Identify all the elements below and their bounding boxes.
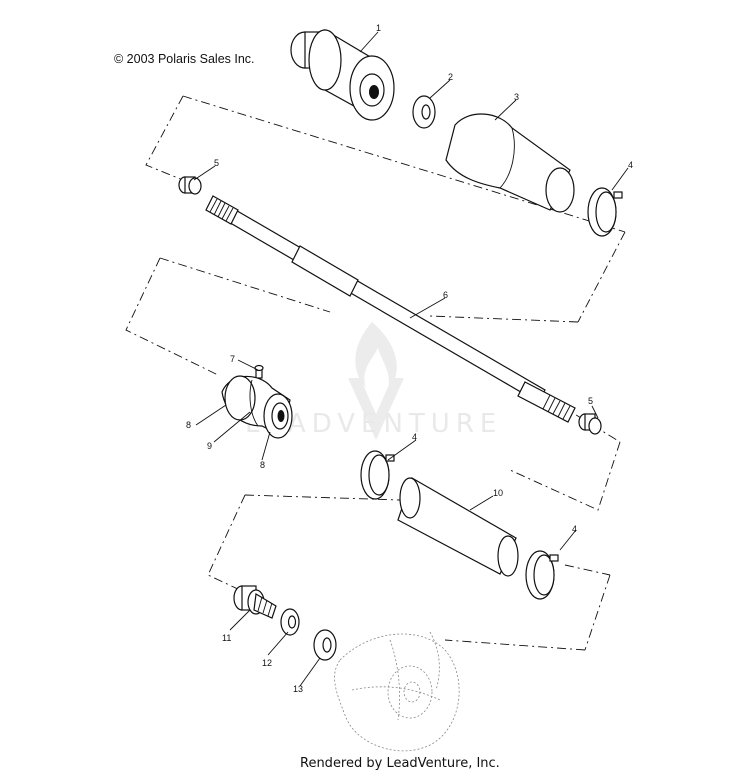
leadventure-flame-logo-icon (348, 322, 404, 440)
shaft-spline-lower (517, 381, 576, 423)
callout-5-lower: 5 (588, 396, 593, 406)
callout-3: 3 (514, 92, 519, 102)
assembly-lines (125, 95, 626, 651)
callout-5-upper: 5 (214, 158, 219, 168)
part-1-coupler-housing (290, 28, 395, 121)
impeller-reference-outline (334, 631, 460, 752)
callout-9: 9 (207, 441, 212, 451)
callout-2: 2 (448, 72, 453, 82)
part-5-plug-upper (178, 176, 202, 195)
part-6-driveshaft (205, 195, 576, 423)
copyright-notice: © 2003 Polaris Sales Inc. (114, 52, 255, 66)
part-4-clamp-upper (587, 187, 623, 237)
leader-lines (193, 31, 629, 687)
callout-4-middle: 4 (412, 432, 417, 442)
callout-12: 12 (262, 658, 272, 668)
callout-13: 13 (293, 684, 303, 694)
part-3-boot (445, 113, 575, 213)
part-4-clamp-lower (525, 550, 559, 600)
callout-7: 7 (230, 354, 235, 364)
callout-labels: 1 2 3 4 5 6 7 8 9 8 4 5 10 4 11 12 13 (186, 23, 633, 694)
callout-6: 6 (443, 290, 448, 300)
callout-8-bottom: 8 (260, 460, 265, 470)
callout-8-left: 8 (186, 420, 191, 430)
part-13-thrust-washer (313, 629, 337, 661)
part-7-grease-fitting (254, 364, 264, 379)
callout-11: 11 (222, 633, 231, 643)
part-8-9-bearing-housing (221, 375, 293, 439)
part-4-clamp-middle (360, 450, 395, 500)
part-12-washer (280, 608, 300, 636)
callout-1: 1 (376, 23, 381, 33)
part-2-washer (412, 95, 436, 129)
part-5-plug-lower (578, 413, 602, 435)
callout-10: 10 (493, 488, 503, 498)
part-10-tube (397, 477, 519, 577)
footer-credit: Rendered by LeadVenture, Inc. (300, 756, 500, 771)
callout-4-upper: 4 (628, 160, 633, 170)
callout-4-lower: 4 (572, 524, 577, 534)
part-11-stub-shaft (233, 585, 277, 619)
shaft-spline-upper (205, 195, 239, 225)
